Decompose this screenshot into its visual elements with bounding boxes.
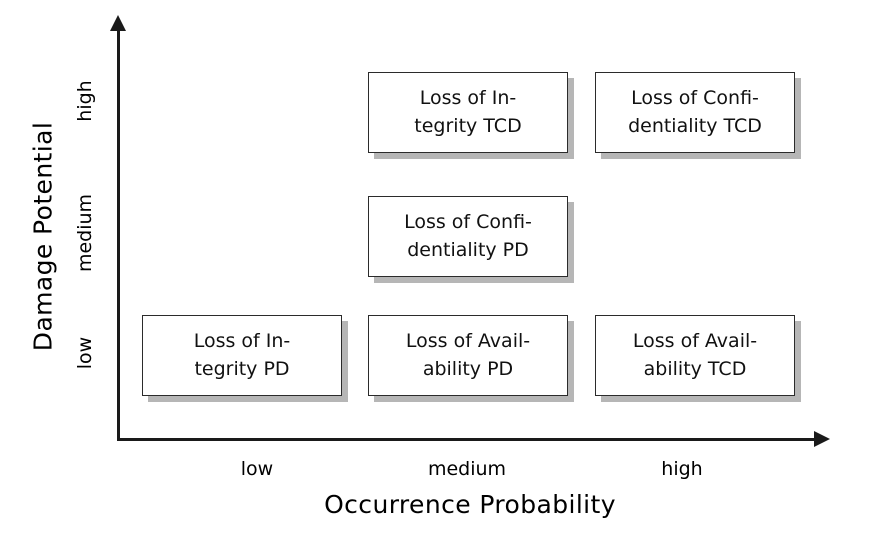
cell-text-line1: Loss of Avail- xyxy=(632,329,758,352)
matrix-cell-high-high[interactable]: Loss of Confi- dentiality TCD xyxy=(595,72,795,153)
y-axis-line xyxy=(117,28,120,441)
cell-text-line2: dentiality PD xyxy=(407,238,529,261)
y-axis-arrow-icon xyxy=(110,15,126,31)
cell-text-line1: Loss of In- xyxy=(419,86,517,109)
cell-text-line2: ability PD xyxy=(422,357,514,380)
cell-text-line1: Loss of In- xyxy=(193,329,291,352)
matrix-cell-low-low[interactable]: Loss of In- tegrity PD xyxy=(142,315,342,396)
x-axis-title: Occurrence Probability xyxy=(324,490,616,519)
y-tick-label-high: high xyxy=(74,80,96,122)
cell-text-line1: Loss of Confi- xyxy=(404,210,532,233)
cell-text-line1: Loss of Confi- xyxy=(631,86,759,109)
matrix-cell-medium-high[interactable]: Loss of In- tegrity TCD xyxy=(368,72,568,153)
cell-text-line1: Loss of Avail- xyxy=(405,329,531,352)
cell-text-line2: tegrity TCD xyxy=(414,114,522,137)
x-tick-label-low: low xyxy=(240,458,274,480)
cell-text-line2: dentiality TCD xyxy=(628,114,762,137)
matrix-cell-medium-medium[interactable]: Loss of Confi- dentiality PD xyxy=(368,196,568,277)
x-axis-line xyxy=(117,438,819,441)
x-tick-label-high: high xyxy=(661,458,703,480)
cell-text-line2: ability TCD xyxy=(643,357,747,380)
x-tick-label-medium: medium xyxy=(427,458,507,480)
y-tick-label-low: low xyxy=(74,336,96,370)
y-tick-label-medium: medium xyxy=(74,193,96,273)
y-axis-title: Damage Potential xyxy=(28,121,58,352)
matrix-cell-high-low[interactable]: Loss of Avail- ability TCD xyxy=(595,315,795,396)
matrix-cell-medium-low[interactable]: Loss of Avail- ability PD xyxy=(368,315,568,396)
x-axis-arrow-icon xyxy=(814,431,830,447)
cell-text-line2: tegrity PD xyxy=(194,357,290,380)
